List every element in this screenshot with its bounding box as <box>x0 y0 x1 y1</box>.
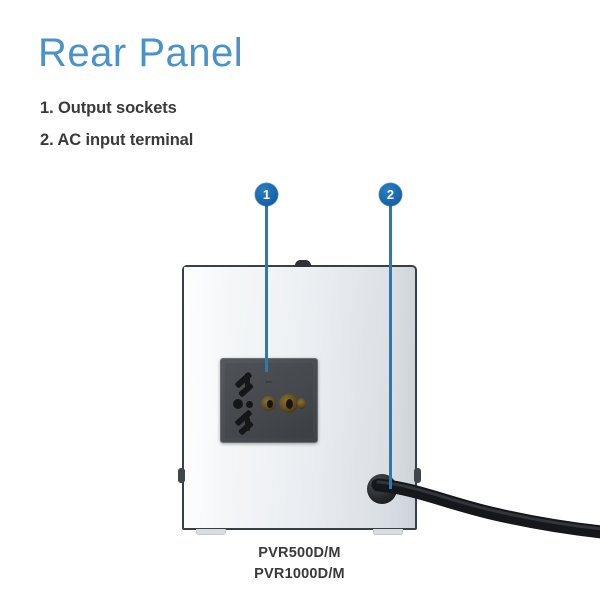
device-foot-right <box>373 529 403 535</box>
output-socket[interactable] <box>220 358 318 443</box>
model-caption: PVR500D/M PVR1000D/M <box>182 543 417 584</box>
callout-leader-line-1 <box>265 194 268 372</box>
device-side-stud-left <box>178 468 185 483</box>
device-side-stud-right <box>414 468 421 483</box>
page-title: Rear Panel <box>38 31 244 75</box>
callout-leader-line-2 <box>389 194 392 489</box>
socket-brass-bore-1 <box>267 400 273 408</box>
output-socket-face <box>225 363 313 438</box>
callout-marker-1[interactable]: 1 <box>255 183 278 206</box>
socket-pilot-mark <box>265 381 272 383</box>
socket-slot-upper-vertical <box>245 373 250 387</box>
callout-marker-2[interactable]: 2 <box>379 183 402 206</box>
model-name-1: PVR500D/M <box>258 545 341 561</box>
callout-legend-list: 1. Output sockets 2. AC input terminal <box>40 92 193 156</box>
device-foot-left <box>196 529 226 535</box>
ac-power-cord <box>371 478 600 539</box>
socket-brass-bore-2 <box>286 399 293 409</box>
socket-brass-contact-3 <box>297 398 306 409</box>
model-name-2: PVR1000D/M <box>254 565 345 582</box>
legend-item-ac-input-terminal-label: 2. AC input terminal <box>40 131 194 150</box>
socket-slot-lower-vertical <box>245 417 250 431</box>
socket-round-hole-1 <box>233 399 243 409</box>
legend-item-ac-input-terminal: 2. AC input terminal <box>40 124 193 156</box>
legend-item-output-sockets: 1. Output sockets <box>40 92 193 124</box>
device-top-nub <box>295 260 311 267</box>
socket-round-hole-2 <box>246 401 253 408</box>
legend-item-output-sockets-label: 1. Output sockets <box>40 99 177 117</box>
